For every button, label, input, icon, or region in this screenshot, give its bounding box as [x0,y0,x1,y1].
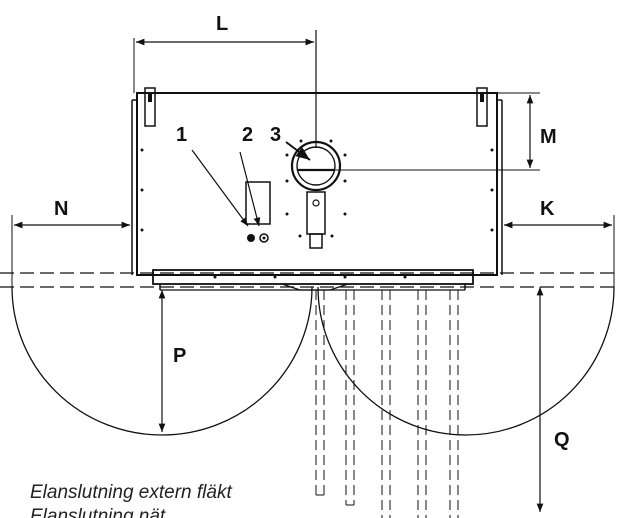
callout-1: 1 [176,124,187,146]
pipes [315,290,459,518]
right-door-arc [317,286,615,436]
connector-external-fan [247,234,255,242]
label-P: P [173,345,186,367]
label-L: L [216,13,228,35]
floor-lines [0,272,617,288]
left-door-arc [11,286,313,436]
dim-L [133,30,317,148]
callout-1-leader [191,149,249,227]
label-K: K [540,198,555,220]
callout-2: 2 [242,124,253,146]
cabinet [131,87,503,276]
dim-K [504,215,615,287]
dim-N [11,215,130,287]
caption-mains: Elanslutning nät [30,506,166,518]
callout-3: 3 [270,124,281,146]
label-Q: Q [554,429,570,451]
flange [285,139,347,249]
label-M: M [540,126,557,148]
caption-external-fan: Elanslutning extern fläkt [30,482,232,503]
electrical-box [245,181,271,243]
callout-2-leader [239,151,261,227]
connector-mains [259,233,269,243]
dim-M [320,92,540,171]
label-N: N [54,198,68,220]
callout-3-leader [285,141,311,161]
